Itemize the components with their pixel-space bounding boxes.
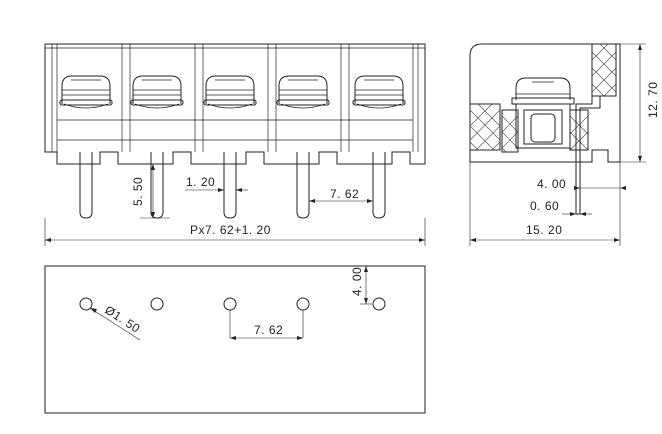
dim-pin-width: [185, 188, 248, 192]
dim-total-length: [44, 218, 426, 246]
dim-pin-length: [140, 164, 170, 219]
dim-height-label: 12. 70: [646, 82, 660, 118]
dim-pin-width-label: 1. 20: [186, 175, 215, 189]
front-view: [44, 43, 426, 165]
dim-side-thickness: [562, 212, 592, 216]
dim-side-4-label: 4. 00: [537, 177, 566, 191]
screw-5: [352, 75, 406, 109]
dim-bottom-offset: [360, 266, 372, 305]
dim-height: [620, 43, 646, 163]
side-view: [469, 43, 621, 215]
dim-pin-length-label: 5. 50: [131, 177, 145, 206]
dim-pitch-top: [309, 199, 373, 203]
dim-side-thickness-label: 0. 60: [530, 199, 559, 213]
dim-pitch-top-label: 7. 62: [330, 187, 359, 201]
dim-side-width: [469, 162, 621, 246]
dim-total-length-label: Px7. 62+1. 20: [190, 223, 271, 237]
screw-4: [276, 75, 330, 109]
dim-bottom-pitch: [229, 310, 304, 340]
dim-bottom-pitch-label: 7. 62: [254, 323, 283, 337]
dim-side-4: [574, 162, 626, 194]
dim-hole-diameter-label: Ø1. 50: [102, 303, 142, 336]
screw-3: [203, 75, 257, 109]
pins-front: [79, 152, 386, 219]
screw-1: [59, 75, 113, 109]
dim-hole-diameter: [89, 307, 141, 341]
screw-2: [130, 75, 184, 109]
dim-side-width-label: 15. 20: [526, 223, 562, 237]
dim-bottom-offset-label: 4. 00: [350, 267, 364, 296]
